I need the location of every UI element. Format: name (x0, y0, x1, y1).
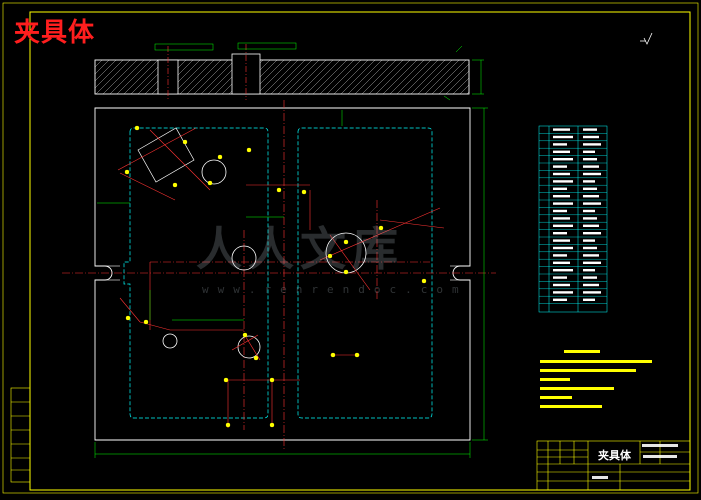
left-strip (10, 387, 31, 483)
tech-notes (540, 350, 652, 408)
watermark: 人人文库 www.renrendoc.com (196, 205, 496, 296)
sheet-border (2, 2, 699, 494)
sheet-frame (29, 11, 691, 491)
watermark-url: www.renrendoc.com (202, 283, 468, 296)
section-view (94, 42, 484, 101)
title-block-name: 夹具体 (598, 449, 631, 462)
coordinate-table (538, 125, 608, 313)
drawing-title: 夹具体 (14, 18, 96, 48)
title-block (536, 440, 691, 491)
roughness-symbol (640, 32, 653, 45)
plan-view (62, 100, 496, 458)
watermark-text: 人人文库 (196, 222, 404, 276)
